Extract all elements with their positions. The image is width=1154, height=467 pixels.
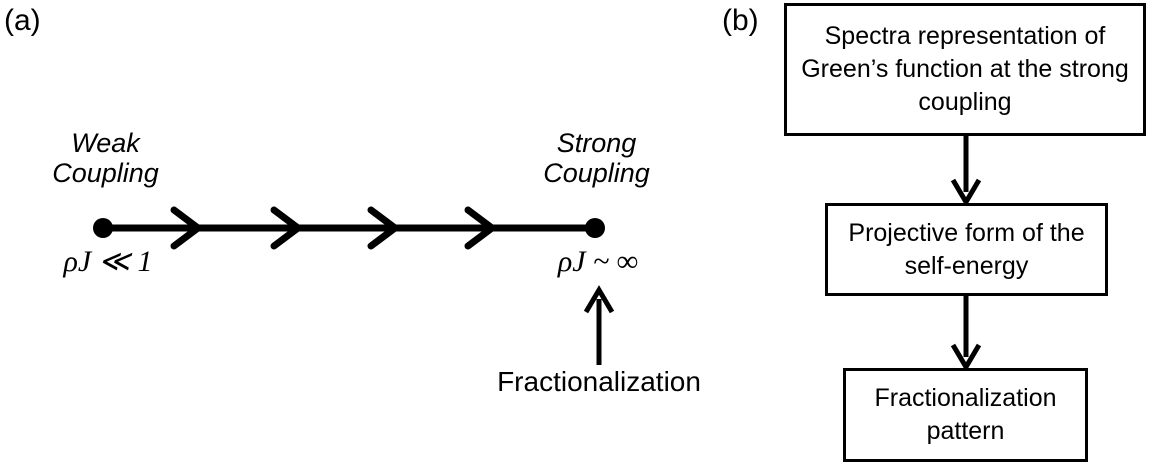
flow-chevron [170, 206, 204, 250]
weak-coupling-label: Weak Coupling [52, 128, 159, 188]
fractionalization-caption: Fractionalization [497, 366, 701, 397]
flow-chevron [464, 206, 498, 250]
connector-arrow-0-to-1 [950, 136, 982, 207]
flow-chevron [367, 206, 401, 250]
flow-chevrons [170, 206, 498, 250]
strong-coupling-endpoint-dot [585, 218, 605, 238]
weak-coupling-condition: ρJ ≪ 1 [63, 245, 153, 278]
panel-label-a: (a) [4, 4, 41, 37]
weak-coupling-endpoint-dot [93, 218, 113, 238]
flowchart-box-spectra-representation: Spectra representation of Green’s functi… [784, 3, 1146, 136]
panel-label-b: (b) [722, 4, 759, 37]
flowchart-box-projective-self-energy: Projective form of the self-energy [825, 203, 1108, 296]
coupling-flow-axis [93, 206, 615, 365]
flow-chevron [270, 206, 304, 250]
fractionalization-callout-arrow [583, 285, 615, 365]
strong-coupling-condition: ρJ ~ ∞ [557, 245, 639, 278]
panel-b: Spectra representation of Green’s functi… [720, 0, 1154, 467]
flowchart-box-fractionalization-pattern: Fractionalization pattern [843, 368, 1088, 462]
panel-a: (a) Weak Coupling Strong Coupling ρJ ≪ 1… [4, 4, 701, 396]
connector-arrow-1-to-2 [950, 296, 982, 372]
strong-coupling-label: Strong Coupling [543, 128, 650, 188]
